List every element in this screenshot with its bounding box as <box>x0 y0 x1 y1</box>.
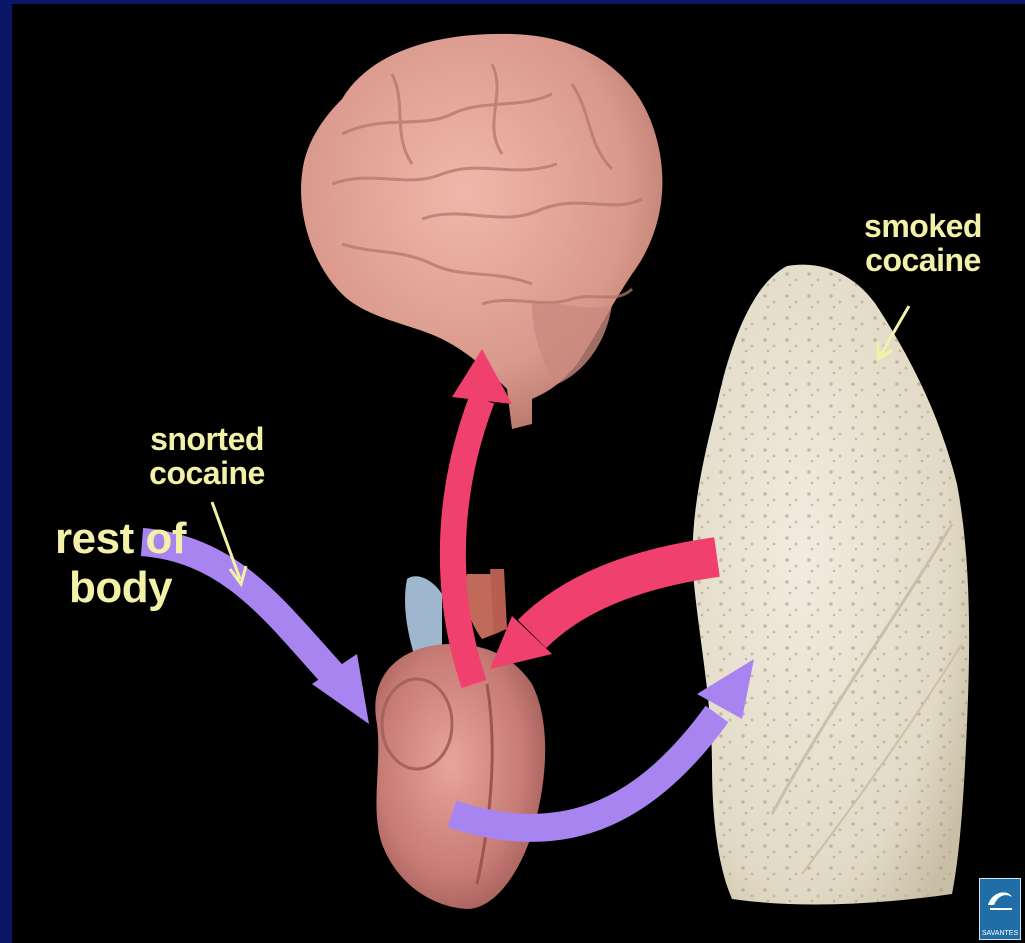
smoked-cocaine-label: smoked cocaine <box>858 210 988 277</box>
pink-arrow-lung-to-heart <box>490 557 717 669</box>
snorted-label-line1: snorted <box>142 423 272 457</box>
publisher-logo: SAVANTES <box>979 878 1021 940</box>
snorted-cocaine-label: snorted cocaine <box>142 423 272 490</box>
rest-of-label-line2: body <box>55 563 225 612</box>
smoked-label-line1: smoked <box>858 210 988 244</box>
rest-of-label-line1: rest of <box>55 514 225 563</box>
smoked-label-line2: cocaine <box>858 244 988 278</box>
logo-text: SAVANTES <box>980 930 1020 937</box>
rest-of-body-label: rest of body <box>55 514 225 613</box>
diagram-canvas: smoked cocaine snorted cocaine rest of b… <box>12 4 1025 943</box>
lung-image <box>693 265 970 905</box>
wave-icon <box>980 879 1020 919</box>
snorted-label-line2: cocaine <box>142 457 272 491</box>
